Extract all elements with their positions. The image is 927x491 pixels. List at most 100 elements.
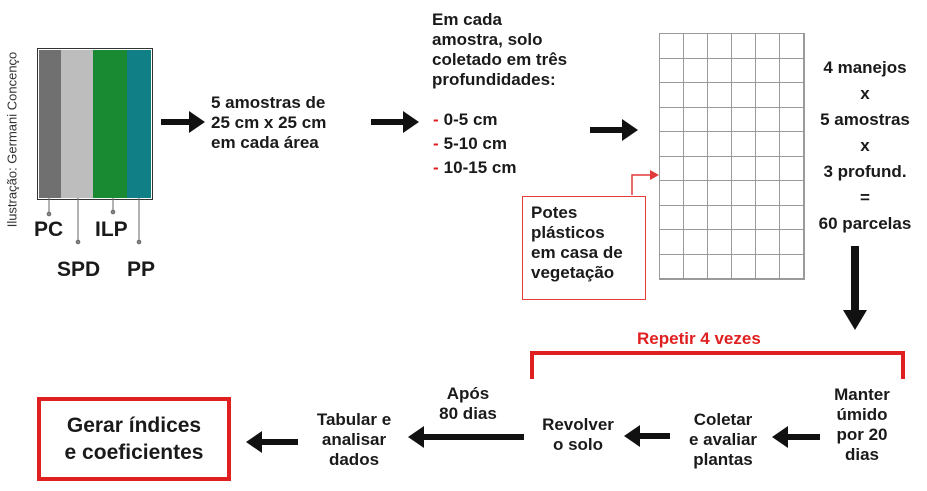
grid-cell [684, 83, 708, 108]
grid-cell [708, 132, 732, 157]
depths-intro-line: profundidades: [432, 70, 556, 89]
grid-cell [780, 181, 804, 206]
step-samples: 5 amostras de 25 cm x 25 cm em cada área [211, 93, 326, 153]
step-samples-line: 25 cm x 25 cm [211, 113, 327, 132]
label-pp: PP [127, 258, 156, 281]
grid-cell [684, 132, 708, 157]
grid-cell [732, 83, 756, 108]
calc-line: x [860, 136, 870, 155]
final-box: Gerar índices e coeficientes [37, 397, 231, 481]
depth-item: -0-5 cm [433, 108, 516, 132]
arrow-left-icon [246, 429, 300, 455]
step-samples-line: 5 amostras de [211, 93, 326, 112]
grid-cell [684, 107, 708, 132]
tabulate-line: analisar [321, 430, 387, 449]
red-pointer-arrow-icon [631, 170, 659, 195]
illustration-credit: Ilustração: Germani Concenço [4, 51, 20, 228]
label-ilp: ILP [95, 218, 128, 241]
after-days-line: Após [446, 384, 490, 403]
grid-cell [756, 156, 780, 181]
arrow-right-icon [371, 109, 421, 135]
depths-intro-line: Em cada [432, 10, 502, 29]
keep-line: dias [844, 445, 880, 464]
grid-cell [756, 83, 780, 108]
turn-line: Revolver [542, 415, 614, 434]
grid-cell [756, 181, 780, 206]
calc-line: 5 amostras [820, 110, 910, 129]
grid-cell [732, 58, 756, 83]
strip-pc [39, 50, 61, 198]
grid-cell [684, 254, 708, 279]
grid-cell [780, 83, 804, 108]
keep-line: por 20 [836, 425, 888, 444]
collect-line: Coletar [693, 410, 753, 429]
final-line: Gerar índices [66, 414, 202, 437]
step-collect: Coletar e avaliar plantas [676, 410, 770, 470]
pots-line: vegetação [531, 263, 615, 282]
step-samples-line: em cada área [211, 133, 319, 152]
grid-cell [708, 254, 732, 279]
pots-line: Potes [531, 203, 578, 222]
grid-cell [780, 230, 804, 255]
grid-cell [660, 156, 684, 181]
depth-dash: - [433, 158, 439, 177]
grid-cell [708, 205, 732, 230]
grid-cell [660, 132, 684, 157]
tabulate-line: Tabular e [316, 410, 392, 429]
after-days: Após 80 dias [428, 384, 508, 424]
pots-line: em casa de [531, 243, 623, 262]
grid-cell [684, 58, 708, 83]
depth-value: 5-10 cm [443, 134, 507, 153]
calc-line: 60 parcelas [818, 214, 912, 233]
grid-cell [684, 181, 708, 206]
grid-cell [708, 107, 732, 132]
grid-cell [708, 230, 732, 255]
repeat-bracket [530, 351, 905, 379]
depths-intro-line: amostra, solo [432, 30, 543, 49]
grid-cell [732, 181, 756, 206]
grid-cell [660, 181, 684, 206]
collect-line: e avaliar [688, 430, 758, 449]
grid-cell [708, 181, 732, 206]
final-line: e coeficientes [64, 441, 204, 464]
grid-cell [660, 83, 684, 108]
grid-cell [780, 132, 804, 157]
strip-ilp [93, 50, 127, 198]
tabulate-line: dados [328, 450, 380, 469]
grid-cell [660, 34, 684, 59]
label-spd: SPD [57, 258, 101, 281]
strip-spd [61, 50, 93, 198]
grid-cell [756, 254, 780, 279]
depth-dash: - [433, 134, 439, 153]
grid-cell [660, 107, 684, 132]
grid-cell [708, 83, 732, 108]
depth-dash: - [433, 110, 439, 129]
calc-line: = [860, 188, 870, 207]
after-days-line: 80 dias [439, 404, 497, 423]
arrow-right-icon [590, 117, 640, 143]
field-frame [37, 48, 153, 200]
grid-cell [780, 107, 804, 132]
plot-grid [659, 33, 805, 280]
depth-item: -10-15 cm [433, 156, 516, 180]
depth-value: 0-5 cm [443, 110, 498, 129]
grid-cell [756, 132, 780, 157]
keep-line: Manter [834, 385, 890, 404]
calc-line: 4 manejos [823, 58, 907, 77]
grid-cell [732, 156, 756, 181]
grid-cell [780, 34, 804, 59]
grid-cell [708, 34, 732, 59]
depth-item: -5-10 cm [433, 132, 516, 156]
grid-cell [732, 254, 756, 279]
step-keep-moist: Manter úmido por 20 dias [826, 385, 898, 465]
grid-cell [708, 156, 732, 181]
grid-cell [732, 230, 756, 255]
grid-cell [684, 34, 708, 59]
grid-cell [660, 58, 684, 83]
step-turn-soil: Revolver o solo [531, 415, 625, 455]
grid-cell [732, 132, 756, 157]
grid-cell [780, 254, 804, 279]
step-depths: Em cada amostra, solo coletado em três p… [432, 10, 567, 90]
arrow-left-icon [772, 424, 822, 450]
arrow-right-icon [161, 109, 207, 135]
